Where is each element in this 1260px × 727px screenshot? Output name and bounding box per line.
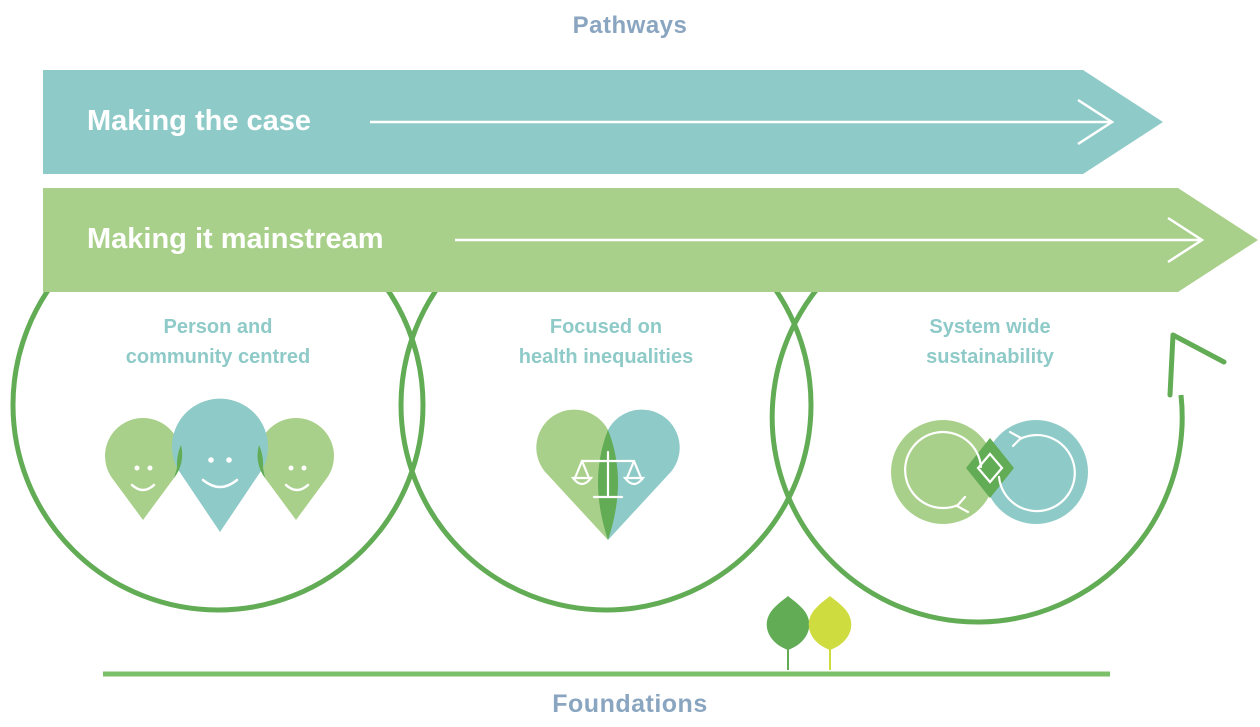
faces-icon xyxy=(105,398,335,532)
trees-icon xyxy=(766,596,852,670)
pathway-label-making-the-case: Making the case xyxy=(87,105,312,137)
circle-label-line: sustainability xyxy=(926,346,1054,368)
circle-label-line: Focused on xyxy=(549,316,663,338)
infinity-cycle-icon xyxy=(891,420,1088,524)
pathways-title: Pathways xyxy=(572,12,688,39)
circle-label-person-community: Person and community centred xyxy=(68,312,368,372)
pathway-making-it-mainstream xyxy=(43,188,1258,292)
pathway-label-making-it-mainstream: Making it mainstream xyxy=(87,223,384,255)
circle-label-health-inequalities: Focused on health inequalities xyxy=(456,312,756,372)
circle-label-line: community centred xyxy=(125,346,311,368)
circle-label-line: System wide xyxy=(929,316,1051,338)
foundations-title: Foundations xyxy=(552,690,708,718)
cycle-arrowhead xyxy=(1167,332,1227,398)
pathway-arrowhead-icon xyxy=(1167,216,1205,264)
circle-label-line: health inequalities xyxy=(518,346,694,368)
pathway-arrowhead-icon xyxy=(1077,98,1115,146)
scales-heart-icon xyxy=(536,409,680,540)
pathway-making-the-case xyxy=(43,70,1163,174)
circle-label-line: Person and xyxy=(163,316,273,338)
circle-label-system-sustainability: System wide sustainability xyxy=(840,312,1140,372)
